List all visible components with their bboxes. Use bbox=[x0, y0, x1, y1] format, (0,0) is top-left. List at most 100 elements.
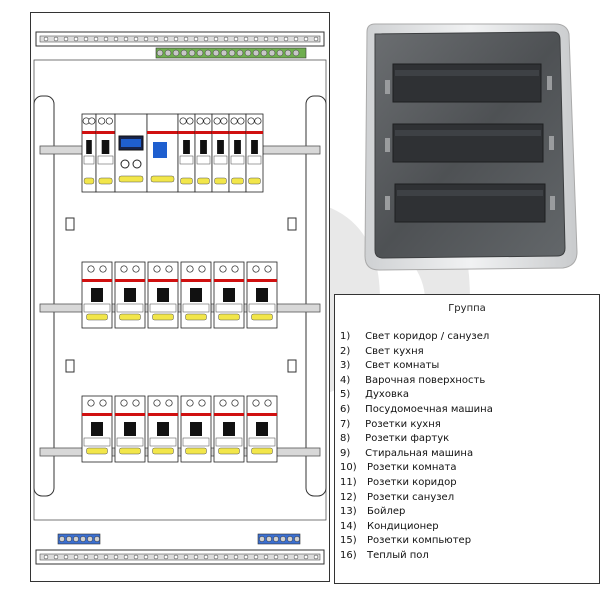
rail-screw bbox=[283, 36, 289, 42]
legend-item-number: 16) bbox=[340, 549, 357, 561]
rail-screw bbox=[123, 554, 129, 560]
legend-item-number: 2) bbox=[340, 345, 351, 357]
bottom-terminal-left bbox=[57, 533, 101, 545]
rail-screw bbox=[263, 554, 269, 560]
terminal-screw bbox=[172, 49, 180, 57]
legend-item: 3) Свет комнаты bbox=[340, 359, 493, 374]
circuit-breaker bbox=[213, 261, 245, 329]
terminal-screw bbox=[220, 49, 228, 57]
terminal-screw bbox=[294, 536, 300, 542]
legend-item-label: Розетки санузел bbox=[367, 491, 455, 503]
rail-screw bbox=[223, 554, 229, 560]
terminal-screw bbox=[287, 536, 293, 542]
rail-screw bbox=[273, 36, 279, 42]
enclosure-photo bbox=[364, 23, 578, 271]
rail-screw bbox=[293, 36, 299, 42]
left-post bbox=[33, 95, 55, 497]
rail-screw bbox=[283, 554, 289, 560]
terminal-screw bbox=[204, 49, 212, 57]
legend-item-label: Розетки кухня bbox=[362, 418, 441, 430]
terminal-screw bbox=[266, 536, 272, 542]
legend-item: 15) Розетки компьютер bbox=[340, 534, 493, 549]
right-clip-1 bbox=[287, 217, 297, 231]
legend-item-number: 5) bbox=[340, 389, 351, 401]
rail-screw bbox=[313, 36, 319, 42]
legend-item-number: 15) bbox=[340, 535, 357, 547]
legend-item-label: Бойлер bbox=[367, 506, 406, 518]
legend-item: 2) Свет кухня bbox=[340, 345, 493, 360]
circuit-breaker bbox=[228, 113, 247, 193]
right-post bbox=[305, 95, 327, 497]
bottom-rail bbox=[35, 549, 325, 565]
legend-item-label: Посудомоечная машина bbox=[362, 403, 493, 415]
legend-item-label: Розетки комната bbox=[367, 462, 457, 474]
legend-item: 10) Розетки комната bbox=[340, 461, 493, 476]
rail-screw bbox=[173, 554, 179, 560]
rail-screw bbox=[103, 554, 109, 560]
rail-screw bbox=[203, 36, 209, 42]
circuit-breaker bbox=[180, 261, 212, 329]
circuit-breaker bbox=[213, 395, 245, 463]
rail-screw bbox=[193, 554, 199, 560]
circuit-breaker bbox=[147, 395, 179, 463]
legend-item-number: 4) bbox=[340, 374, 351, 386]
terminal-screw bbox=[236, 49, 244, 57]
rail-screw bbox=[153, 554, 159, 560]
left-clip-2 bbox=[65, 359, 75, 373]
rail-screw bbox=[83, 36, 89, 42]
legend-item-label: Варочная поверхность bbox=[362, 374, 486, 386]
rail-screw bbox=[203, 554, 209, 560]
rail-screw bbox=[83, 554, 89, 560]
rail-screw bbox=[163, 36, 169, 42]
rail-screw bbox=[213, 554, 219, 560]
legend-item-label: Свет кухня bbox=[362, 345, 424, 357]
legend-item-number: 14) bbox=[340, 520, 357, 532]
terminal-screw bbox=[252, 49, 260, 57]
rail-screw bbox=[143, 554, 149, 560]
cabinet-outline bbox=[30, 12, 330, 582]
rail-screw bbox=[43, 36, 49, 42]
legend-item-number: 12) bbox=[340, 491, 357, 503]
circuit-breaker bbox=[147, 261, 179, 329]
legend-item-number: 6) bbox=[340, 403, 351, 415]
terminal-screw bbox=[164, 49, 172, 57]
rail-screw bbox=[233, 554, 239, 560]
circuit-breaker bbox=[81, 113, 97, 193]
legend-item-number: 11) bbox=[340, 476, 357, 488]
legend-item: 4) Варочная поверхность bbox=[340, 374, 493, 389]
circuit-breaker bbox=[246, 261, 278, 329]
rail-screw bbox=[183, 554, 189, 560]
terminal-screw bbox=[292, 49, 300, 57]
legend-item-number: 13) bbox=[340, 506, 357, 518]
legend-item-label: Розетки компьютер bbox=[367, 535, 472, 547]
rail-screw bbox=[163, 554, 169, 560]
legend-item: 1) Свет коридор / санузел bbox=[340, 330, 493, 345]
legend-title: Группа bbox=[448, 303, 486, 314]
rail-screw bbox=[123, 36, 129, 42]
rail-screw bbox=[263, 36, 269, 42]
rail-screw bbox=[53, 36, 59, 42]
legend-item-label: Стиральная машина bbox=[362, 447, 474, 459]
rail-screw bbox=[93, 36, 99, 42]
rail-screw bbox=[63, 36, 69, 42]
circuit-breaker bbox=[81, 395, 113, 463]
legend-item: 12) Розетки санузел bbox=[340, 491, 493, 506]
rail-screw bbox=[243, 36, 249, 42]
rail-screw bbox=[143, 36, 149, 42]
din-rail bbox=[39, 447, 321, 457]
legend-item-label: Духовка bbox=[362, 389, 410, 401]
rail-screw bbox=[293, 554, 299, 560]
terminal-screw bbox=[259, 536, 265, 542]
rail-screw bbox=[93, 554, 99, 560]
terminal-screw bbox=[66, 536, 72, 542]
terminal-screw bbox=[196, 49, 204, 57]
circuit-breaker bbox=[95, 113, 116, 193]
legend-item-number: 10) bbox=[340, 462, 357, 474]
circuit-breaker bbox=[246, 395, 278, 463]
rail-screw bbox=[243, 554, 249, 560]
rail-screw bbox=[183, 36, 189, 42]
terminal-screw bbox=[273, 536, 279, 542]
legend-item-number: 3) bbox=[340, 360, 351, 372]
rcd-breaker bbox=[146, 113, 179, 193]
